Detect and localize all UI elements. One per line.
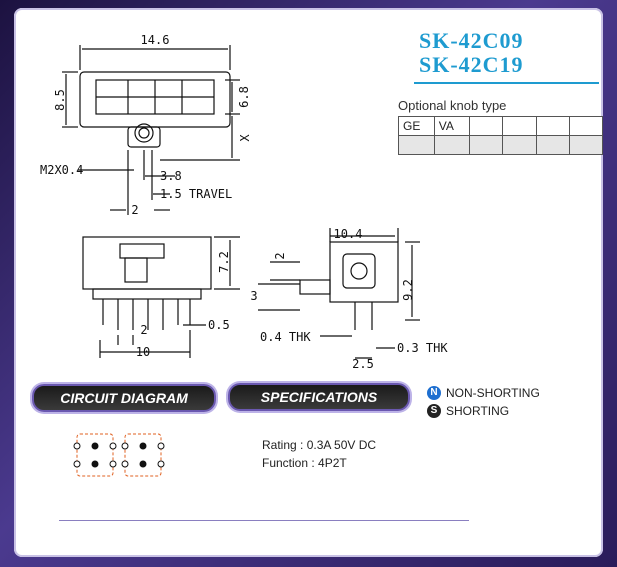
dim-depth: 10.4 — [334, 227, 363, 241]
knob-type-table: GE VA — [398, 116, 604, 155]
dim-thk-03: 0.3 THK — [397, 341, 448, 355]
dim-pin-05: 0.5 — [208, 318, 230, 332]
s-circle-icon: S — [427, 404, 441, 418]
dim-height-right: 6.8 — [237, 86, 251, 108]
dim-side-height: 7.2 — [217, 251, 231, 273]
dim-height-left: 8.5 — [53, 89, 67, 111]
footer-divider — [59, 520, 469, 521]
knob-cell: VA — [433, 116, 471, 136]
legend-shorting: S SHORTING — [427, 404, 509, 418]
dim-thk-04: 0.4 THK — [260, 330, 311, 344]
legend-non-shorting: N NON-SHORTING — [427, 386, 540, 400]
dim-knob-3: 3 — [250, 289, 257, 303]
legend-non-shorting-label: NON-SHORTING — [446, 386, 540, 400]
knob-cell — [398, 135, 435, 155]
knob-cell — [568, 116, 604, 136]
part-number-1: SK-42C09 — [419, 28, 524, 53]
dim-pin-2: 2 — [140, 323, 147, 337]
dim-thread: M2X0.4 — [40, 163, 83, 177]
dim-base-10: 10 — [136, 345, 150, 359]
dim-pitch-2: 2 — [131, 203, 138, 217]
circuit-diagram — [73, 433, 165, 477]
specifications-heading: SPECIFICATIONS — [228, 383, 410, 411]
dim-width-top: 14.6 — [141, 33, 170, 47]
n-circle-icon: N — [427, 386, 441, 400]
part-number-2: SK-42C19 — [419, 52, 524, 77]
knob-cell — [502, 135, 537, 155]
dim-small-2: 2 — [273, 252, 287, 259]
mechanical-drawing: 14.6 8.5 6.8 X M2X0.4 3.8 1.5 TRAVEL 2 7… — [40, 33, 448, 371]
knob-cell — [502, 116, 537, 136]
circuit-diagram-heading: CIRCUIT DIAGRAM — [32, 384, 216, 412]
dim-x: X — [238, 134, 252, 142]
dim-height-92: 9.2 — [401, 279, 415, 301]
dim-offset: 3.8 — [160, 169, 182, 183]
datasheet: SK-42C09 SK-42C19 Optional knob type GE … — [14, 8, 604, 557]
dim-pitch-25: 2.5 — [352, 357, 374, 371]
dim-travel: 1.5 TRAVEL — [160, 187, 232, 201]
spec-function: Function : 4P2T — [262, 456, 347, 470]
knob-type-label: Optional knob type — [398, 98, 507, 113]
legend-shorting-label: SHORTING — [446, 404, 510, 418]
spec-rating: Rating : 0.3A 50V DC — [262, 438, 377, 452]
title-underline — [414, 82, 599, 84]
knob-cell — [568, 135, 604, 155]
knob-cell — [433, 135, 471, 155]
knob-cell — [469, 135, 504, 155]
